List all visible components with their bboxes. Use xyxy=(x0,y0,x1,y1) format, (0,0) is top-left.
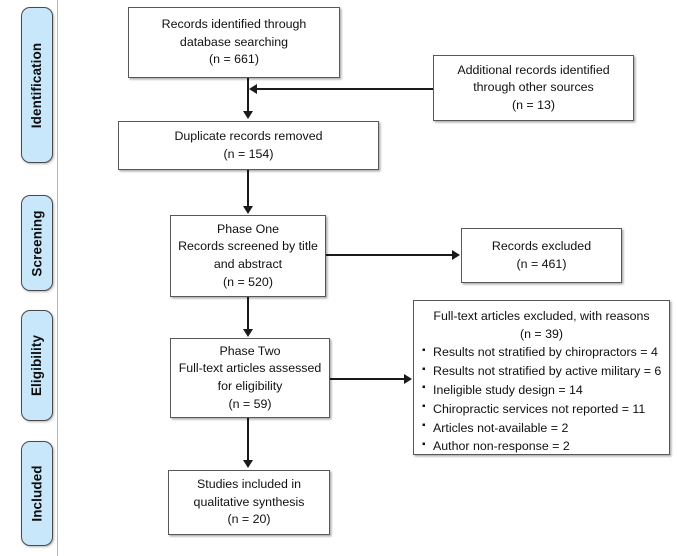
studies-included-count: (n = 20) xyxy=(227,512,271,527)
node-additional-records: Additional records identified through ot… xyxy=(433,55,634,121)
connector-phase-two-to-included xyxy=(247,418,249,462)
phase-two-title: Phase Two xyxy=(219,343,281,358)
fulltext-excluded-count: (n = 39) xyxy=(519,326,564,341)
phase-one-count: (n = 520) xyxy=(223,274,273,289)
phase-two-count: (n = 59) xyxy=(228,396,272,411)
sidebar-divider xyxy=(57,0,58,556)
phase-one-title: Phase One xyxy=(217,221,279,236)
stage-label-screening: Screening xyxy=(29,209,45,277)
fulltext-excluded-reason-list: Results not stratified by chiropractors … xyxy=(422,343,661,456)
additional-records-line-1: Additional records identified xyxy=(457,62,610,77)
list-item: Chiropractic services not reported = 11 xyxy=(422,399,661,419)
node-duplicates-removed: Duplicate records removed (n = 154) xyxy=(118,121,379,170)
node-records-excluded: Records excluded (n = 461) xyxy=(461,228,622,283)
list-item: Author non-response = 2 xyxy=(422,437,661,456)
arrowhead-down-studies-included xyxy=(243,460,253,468)
connector-phase-two-to-fulltext-excluded xyxy=(330,378,406,380)
list-item: Results not stratified by active militar… xyxy=(422,362,661,381)
arrowhead-down-phase-one xyxy=(243,206,253,214)
additional-records-line-2: through other sources xyxy=(473,80,594,95)
arrowhead-down-phase-two xyxy=(243,329,253,337)
node-phase-two: Phase Two Full-text articles assessed fo… xyxy=(170,338,330,418)
arrowhead-right-fulltext-excluded xyxy=(404,374,412,384)
duplicates-removed-line-1: Duplicate records removed xyxy=(174,128,323,143)
list-item: Articles not-available = 2 xyxy=(422,418,661,438)
phase-two-line-3: for eligibility xyxy=(217,379,283,393)
arrowhead-left-merge xyxy=(249,84,257,94)
list-item: Results not stratified by chiropractors … xyxy=(422,343,661,362)
fulltext-excluded-heading: Full-text articles excluded, with reason… xyxy=(433,309,650,323)
records-identified-line-1: Records identified through xyxy=(161,17,307,32)
connector-phase-one-to-phase-two xyxy=(247,297,249,331)
additional-records-count: (n = 13) xyxy=(511,97,556,112)
connector-additional-to-main xyxy=(256,88,434,90)
connector-duplicates-to-phase-one xyxy=(247,170,249,208)
stage-tab-screening: Screening xyxy=(21,195,53,291)
connector-phase-one-to-excluded xyxy=(326,254,454,256)
studies-included-line-1: Studies included in xyxy=(196,477,301,492)
node-fulltext-excluded: Full-text articles excluded, with reason… xyxy=(413,300,670,455)
stage-tab-included: Included xyxy=(21,441,53,546)
node-phase-one: Phase One Records screened by title and … xyxy=(170,215,326,297)
records-identified-count: (n = 661) xyxy=(209,52,259,67)
phase-one-line-2: Records screened by title xyxy=(178,239,318,254)
stage-tab-identification: Identification xyxy=(21,7,53,163)
stage-label-identification: Identification xyxy=(29,42,45,128)
duplicates-removed-count: (n = 154) xyxy=(223,146,274,161)
records-excluded-line-1: Records excluded xyxy=(491,238,592,253)
records-identified-line-2: database searching xyxy=(179,34,289,49)
phase-two-line-2: Full-text articles assessed xyxy=(178,361,322,376)
connector-identified-to-duplicates xyxy=(247,78,249,113)
records-excluded-count: (n = 461) xyxy=(516,256,567,271)
arrowhead-down-duplicates xyxy=(243,111,253,119)
phase-one-line-3: and abstract xyxy=(213,257,283,271)
list-item: Ineligible study design = 14 xyxy=(422,380,661,400)
stage-label-eligibility: Eligibility xyxy=(29,334,45,397)
arrowhead-right-records-excluded xyxy=(452,250,460,260)
node-records-identified: Records identified through database sear… xyxy=(128,7,340,78)
node-studies-included: Studies included in qualitative synthesi… xyxy=(168,470,330,535)
studies-included-line-2: qualitative synthesis xyxy=(193,494,305,509)
stage-label-included: Included xyxy=(29,465,45,522)
stage-tab-eligibility: Eligibility xyxy=(21,310,53,421)
